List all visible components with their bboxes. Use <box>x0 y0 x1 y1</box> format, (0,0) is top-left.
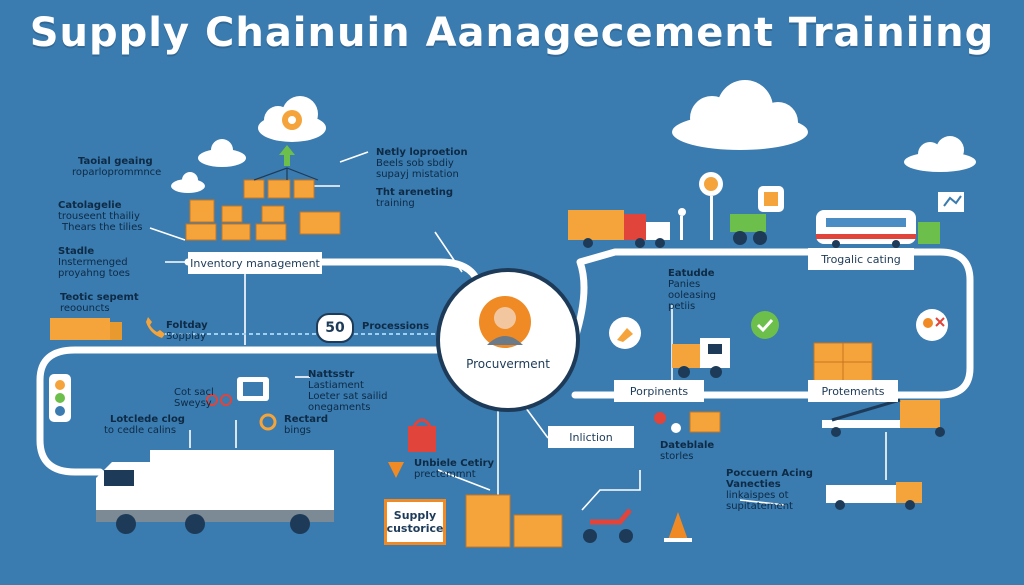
gear-icon <box>282 110 302 130</box>
truck-icon <box>568 210 670 248</box>
label: Lastiament <box>308 380 364 391</box>
traffic-cone-icon <box>664 512 692 542</box>
supply-box-line1: Supply <box>393 509 437 522</box>
supply-box: Supply custorice <box>384 499 446 545</box>
tragalic-cating-box: Trogalic cating <box>808 248 914 270</box>
label: linkaispes ot <box>726 490 789 501</box>
cloud-icon <box>672 80 808 150</box>
inventory-management-box: Inventory management <box>188 252 322 274</box>
label: Vanecties <box>726 479 781 490</box>
inliction-box: Inliction <box>548 426 634 448</box>
label: Thears the tilies <box>62 222 143 233</box>
label: onegaments <box>308 402 371 413</box>
label: Catolagelie <box>58 200 122 211</box>
scooter-icon <box>583 508 633 543</box>
checkmark-icon <box>751 311 779 339</box>
crate-icon <box>813 342 873 382</box>
label: Netly loproetion <box>376 147 468 158</box>
hub-label: Procuverment <box>466 357 550 371</box>
tractor-icon <box>730 214 767 245</box>
porpinents-box: Porpinents <box>614 380 704 402</box>
label: Lotclede clog <box>110 414 185 425</box>
protements-box: Protements <box>808 380 898 402</box>
label: Eatudde <box>668 268 715 279</box>
cloud-icon <box>171 172 205 193</box>
cloud-icon <box>904 136 976 172</box>
label: Stadle <box>58 246 95 257</box>
shopping-bag-icon <box>408 418 436 452</box>
page-title: Supply Chainuin Aanagecement Trainiing <box>29 10 995 56</box>
counter-badge: 50 <box>316 313 354 343</box>
label: reoouncts <box>60 303 110 314</box>
crate-icon <box>465 494 563 548</box>
label: Rectard <box>284 414 329 425</box>
crate-icon <box>185 179 341 241</box>
label: petiis <box>668 301 696 312</box>
label: bings <box>284 425 312 436</box>
label: Beels sob sbdiy <box>376 158 454 169</box>
train-icon <box>816 210 940 248</box>
traffic-light-icon <box>49 374 71 422</box>
label: Teotic sepemt <box>60 292 139 303</box>
label: Sweysy <box>174 398 212 409</box>
phone-icon <box>146 317 165 338</box>
label: Taoial geaing <box>78 156 153 167</box>
label: ooleasing <box>668 290 716 301</box>
label: Unbiele Cetiry <box>414 458 495 469</box>
chart-icon <box>938 192 964 212</box>
supply-box-line2: custorice <box>386 522 444 535</box>
bike-icon <box>206 394 232 406</box>
label: supitatement <box>726 501 793 512</box>
label: supayj mistation <box>376 169 459 180</box>
truck-icon <box>826 482 922 510</box>
label: Dateblale <box>660 440 715 451</box>
label: Cot sacl <box>174 387 214 398</box>
label: proyahng toes <box>58 268 131 279</box>
label: Foltday <box>166 320 208 331</box>
label: prectemmnt <box>414 469 476 480</box>
truck-icon <box>50 318 122 340</box>
label: Processions <box>362 321 430 332</box>
label: roparloprommnce <box>72 167 162 178</box>
label: trouseent thailiy <box>58 211 140 222</box>
label: Soppiay <box>166 331 206 342</box>
label: training <box>376 198 415 209</box>
refresh-icon <box>259 413 277 431</box>
box-icon <box>758 186 784 212</box>
truck-icon <box>96 450 334 534</box>
moon-icon <box>699 172 723 240</box>
cloud-icon <box>198 139 246 167</box>
label: Poccuern Acing <box>726 468 813 479</box>
label: Loeter sat sailid <box>308 391 388 402</box>
label: Panies <box>668 279 701 290</box>
label: storles <box>660 451 694 462</box>
crate-icon <box>654 411 721 433</box>
label: Instermenged <box>58 257 128 268</box>
label: to cedle calins <box>104 425 177 436</box>
monitor-icon <box>237 377 269 401</box>
label: Tht areneting <box>376 187 454 198</box>
label: Nattsstr <box>308 369 355 380</box>
forklift-icon <box>672 338 730 378</box>
truck-icon <box>822 398 945 437</box>
